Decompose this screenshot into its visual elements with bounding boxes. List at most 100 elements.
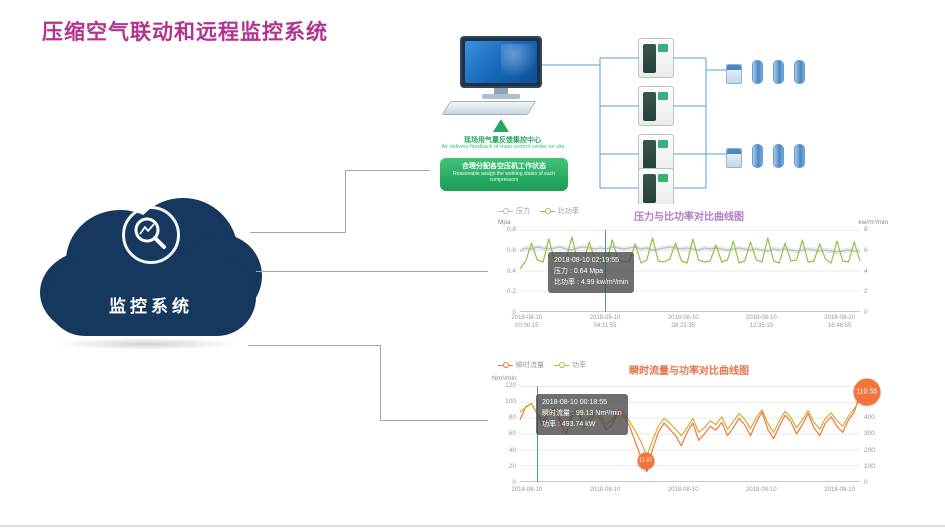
axis-tick-label: 60 — [508, 430, 516, 438]
chart-title: 压力与比功率对比曲线图 — [634, 212, 744, 223]
legend-item-power[interactable]: 功率 — [554, 360, 586, 370]
monitor-stand — [494, 88, 508, 95]
axis-tick-label: 400 — [864, 414, 875, 422]
chart-legend: 压力 比功率 — [498, 206, 579, 216]
air-tank-group — [726, 140, 805, 168]
y-axis-label-right: kw/m³/min — [858, 219, 888, 226]
line-series-marker-icon — [498, 208, 513, 215]
x-axis-tick-label: 2018-08-10 — [511, 487, 543, 493]
connector-segment — [256, 271, 492, 272]
value-badge: 110.55 — [853, 378, 881, 406]
axis-tick-label: 20 — [508, 462, 516, 470]
connector-segment — [248, 345, 381, 346]
assign-box: 合理分配各空压机工作状态 Reasonable assign the worki… — [440, 158, 568, 191]
axis-tick-label: 0.6 — [506, 246, 516, 254]
page-title: 压缩空气联动和远程监控系统 — [42, 21, 328, 44]
slide-bottom-edge — [0, 525, 945, 527]
axis-tick-label: 8 — [864, 226, 868, 233]
legend-item-specific-power[interactable]: 比功率 — [540, 206, 579, 216]
air-tank — [794, 144, 805, 168]
connector-segment — [250, 232, 345, 233]
chart-title: 瞬时流量与功率对比曲线图 — [629, 366, 749, 377]
y-axis-label-left: Nm³/min — [492, 375, 517, 382]
connector-segment — [380, 345, 381, 421]
legend-item-flow[interactable]: 瞬时流量 — [498, 360, 544, 370]
air-tank — [794, 60, 805, 84]
line-series-marker-icon — [540, 208, 555, 215]
cloud-label: 监控系统 — [109, 297, 193, 316]
legend-label: 压力 — [516, 208, 530, 215]
y-axis-ticks-left: 0.8 0.6 0.4 0.2 0 — [496, 226, 516, 316]
connector-segment — [345, 170, 430, 171]
axis-tick-label: 0 — [512, 309, 516, 316]
value-badge: 11.87 — [637, 452, 655, 470]
diagram-connection-lines — [542, 57, 726, 189]
line-series-marker-icon — [554, 362, 569, 369]
axis-tick-label: 0 — [512, 478, 516, 486]
axis-tick-label: 0.4 — [506, 267, 516, 275]
x-axis-tick-label: 2018-08-10 — [589, 487, 621, 493]
legend-label: 功率 — [572, 362, 586, 369]
compressor-unit — [638, 38, 674, 78]
axis-tick-label: 6 — [864, 246, 868, 254]
y-axis-ticks-left: 120 100 80 60 40 20 0 — [496, 382, 516, 486]
axis-tick-label: 100 — [864, 462, 875, 470]
assign-text-en: Reasonable assign the working states of … — [452, 171, 555, 184]
x-axis-tick-label: 2018-08-10 — [746, 487, 777, 493]
axis-tick-label: 0.8 — [506, 226, 516, 233]
air-dryer — [726, 64, 742, 84]
legend-label: 比功率 — [558, 208, 579, 215]
connector-segment — [380, 420, 492, 421]
axis-tick-label: 100 — [505, 398, 516, 406]
x-axis-ticks: 2018-08-10 2018-08-10 2018-08-10 2018-08-10… — [511, 486, 860, 504]
cloud-shadow — [55, 338, 240, 350]
feedback-text-cn: 现场用气量反馈集控中心 — [464, 137, 541, 144]
line-series-marker-icon — [498, 362, 513, 369]
x-axis-tick-label: 2018-08-10 — [667, 487, 699, 493]
axis-tick-label: 300 — [864, 430, 875, 438]
monitoring-cloud: 监控系统 — [38, 192, 264, 342]
x-axis-tick-label: 2018-08-10 — [824, 487, 855, 493]
axis-tick-label: 0 — [864, 309, 868, 316]
axis-tick-label: 4 — [864, 267, 868, 275]
air-dryer — [726, 148, 742, 168]
axis-tick-label: 40 — [508, 446, 516, 454]
feedback-text-en: Air delivery feedback of main control ce… — [441, 144, 565, 150]
cloud-base — [46, 258, 256, 336]
y-axis-label-left: Mpa — [498, 219, 511, 226]
up-arrow-icon — [493, 119, 509, 132]
assign-text-cn: 合理分配各空压机工作状态 — [462, 163, 546, 170]
monitor-base — [482, 94, 520, 99]
axis-tick-label: 0 — [864, 478, 868, 486]
chart-legend: 瞬时流量 功率 — [498, 360, 586, 370]
magnifier-chart-icon — [122, 206, 180, 264]
axis-tick-label: 120 — [505, 382, 516, 389]
compressor-unit — [638, 86, 674, 126]
axis-tick-label: 200 — [864, 446, 875, 454]
legend-label: 瞬时流量 — [516, 362, 544, 369]
air-tank — [752, 144, 763, 168]
air-tank — [773, 144, 784, 168]
monitor-screen — [465, 41, 537, 83]
compressor-unit — [638, 168, 674, 208]
legend-item-pressure[interactable]: 压力 — [498, 206, 530, 216]
air-tank — [752, 60, 763, 84]
flow-power-chart: 瞬时流量 功率 瞬时流量与功率对比曲线图 Nm³/min 2018-08-10 … — [488, 358, 890, 508]
connector-segment — [345, 170, 346, 233]
axis-tick-label: 80 — [508, 414, 516, 422]
compressor-unit — [638, 134, 674, 174]
pressure-specific-power-chart: 压力 比功率 压力与比功率对比曲线图 Mpa kw/m³/min 2018-08… — [488, 204, 890, 340]
axis-tick-label: 0.2 — [506, 288, 516, 296]
air-tank-group — [726, 56, 805, 84]
